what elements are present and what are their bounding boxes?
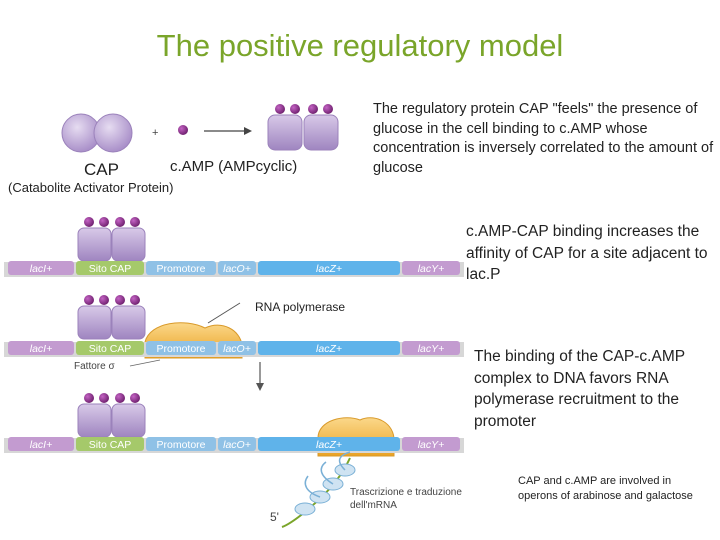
plus-sign: + xyxy=(152,127,158,139)
cap-camp-complex-icon xyxy=(77,393,146,438)
note-cap-glucose: The regulatory protein CAP "feels" the p… xyxy=(373,101,714,176)
arrow-icon xyxy=(204,127,252,135)
sigma-factor-label: Fattore σ xyxy=(74,361,115,372)
segment-laci-label: lacI+ xyxy=(30,439,52,451)
segment-lacz xyxy=(258,261,400,275)
segment-promoter-label: Promotore xyxy=(156,439,205,451)
pointer-line xyxy=(129,359,161,367)
segment-laci xyxy=(8,437,74,451)
pointer-line xyxy=(207,302,241,324)
panel-2: lacI+ Sito CAP Promotore lacO+ lacZ+ lacY+ xyxy=(4,295,464,367)
segment-laco-label: lacO+ xyxy=(223,263,251,275)
note-other-operons: CAP and c.AMP are involved in operons of… xyxy=(518,475,693,502)
segment-promoter-label: Promotore xyxy=(156,263,205,275)
segment-promoter-label: Promotore xyxy=(156,343,205,355)
segment-laco xyxy=(218,261,256,275)
panel-3: lacI+ Sito CAP Promotore lacO+ lacZ+ lacY+ xyxy=(4,393,464,528)
dna-strand-2: lacI+ Sito CAP Promotore lacO+ lacZ+ lacY+ xyxy=(4,341,464,357)
cap-label: CAP xyxy=(84,160,119,179)
camp-label: c.AMP (AMPcyclic) xyxy=(170,158,298,175)
segment-laco xyxy=(218,437,256,451)
segment-promoter xyxy=(146,341,216,355)
segment-laco xyxy=(218,341,256,355)
mrna-strand-icon xyxy=(281,451,356,528)
segment-laci xyxy=(8,261,74,275)
segment-lacz xyxy=(258,437,400,451)
note-polymerase-recruitment: The binding of the CAP-c.AMP complex to … xyxy=(474,348,685,430)
cap-protein-legend-icon xyxy=(61,113,133,153)
five-prime-label: 5' xyxy=(270,510,279,524)
segment-cap-site-label: Sito CAP xyxy=(89,263,132,275)
segment-lacy xyxy=(402,341,460,355)
segment-cap-site xyxy=(76,261,144,275)
segment-cap-site xyxy=(76,341,144,355)
segment-lacz-label: lacZ+ xyxy=(316,343,342,355)
segment-lacz xyxy=(258,341,400,355)
segment-laci xyxy=(8,341,74,355)
segment-lacy-label: lacY+ xyxy=(418,343,445,355)
cap-camp-complex-icon xyxy=(267,104,339,151)
segment-promoter xyxy=(146,261,216,275)
panel-1: lacI+ Sito CAP Promotore lacO+ lacZ+ lacY+ xyxy=(4,217,464,277)
segment-cap-site-label: Sito CAP xyxy=(89,439,132,451)
cap-full-name: (Catabolite Activator Protein) xyxy=(8,180,174,195)
arrow-icon xyxy=(256,362,264,391)
cap-camp-complex-icon xyxy=(77,217,146,262)
segment-promoter xyxy=(146,437,216,451)
segment-laci-label: lacI+ xyxy=(30,343,52,355)
cap-camp-complex-icon xyxy=(77,295,146,340)
segment-lacy-label: lacY+ xyxy=(418,263,445,275)
dna-strand-3: lacI+ Sito CAP Promotore lacO+ lacZ+ lacY+ xyxy=(4,437,464,453)
segment-laci-label: lacI+ xyxy=(30,263,52,275)
segment-lacz-label: lacZ+ xyxy=(316,263,342,275)
segment-cap-site xyxy=(76,437,144,451)
camp-molecule-icon xyxy=(178,125,188,135)
page-title: The positive regulatory model xyxy=(156,28,564,63)
segment-laco-label: lacO+ xyxy=(223,439,251,451)
segment-lacy xyxy=(402,261,460,275)
transcription-label: Trascrizione e traduzione dell'mRNA xyxy=(350,487,462,511)
segment-cap-site-label: Sito CAP xyxy=(89,343,132,355)
segment-lacz-label: lacZ+ xyxy=(316,439,342,451)
note-camp-cap-binding: c.AMP-CAP binding increases the affinity… xyxy=(466,223,708,283)
rna-polymerase-label: RNA polymerase xyxy=(255,300,346,314)
segment-laco-label: lacO+ xyxy=(223,343,251,355)
segment-lacy xyxy=(402,437,460,451)
segment-lacy-label: lacY+ xyxy=(418,439,445,451)
dna-strand-1: lacI+ Sito CAP Promotore lacO+ lacZ+ lacY+ xyxy=(4,261,464,277)
